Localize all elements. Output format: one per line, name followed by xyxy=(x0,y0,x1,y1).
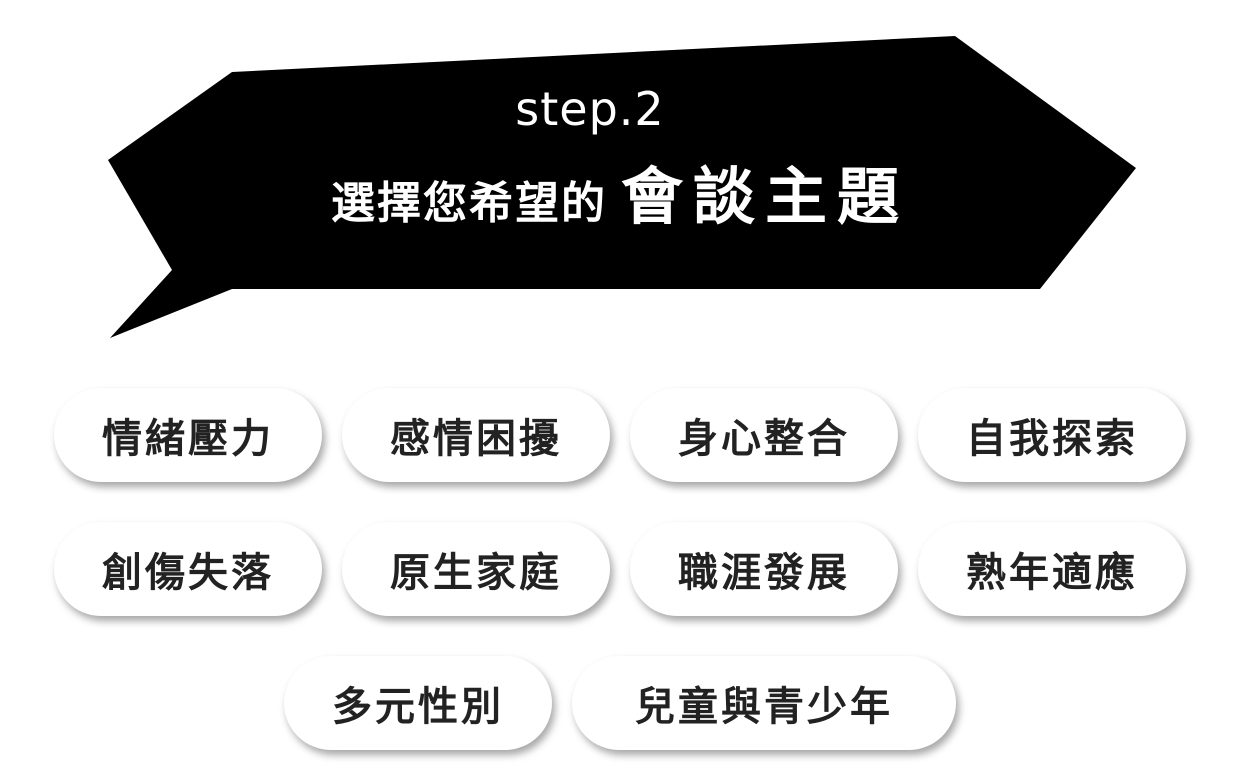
step-label: step.2 xyxy=(515,82,665,136)
step-banner: step.2 選擇您希望的會談主題 xyxy=(0,0,1240,345)
topic-mind-body-button[interactable]: 身心整合 xyxy=(630,388,898,482)
topic-children-youth-button[interactable]: 兒童與青少年 xyxy=(572,656,956,750)
banner-title-emphasis: 會談主題 xyxy=(620,160,909,233)
topic-options: 情緒壓力 感情困擾 身心整合 自我探索 創傷失落 原生家庭 職涯發展 熟年適應 … xyxy=(0,388,1240,750)
topic-emotional-stress-button[interactable]: 情緒壓力 xyxy=(54,388,322,482)
banner-title-prefix: 選擇您希望的 xyxy=(330,178,607,229)
topic-trauma-loss-button[interactable]: 創傷失落 xyxy=(54,522,322,616)
topic-row-3: 多元性別 兒童與青少年 xyxy=(0,656,1240,750)
topic-midlife-adjustment-button[interactable]: 熟年適應 xyxy=(918,522,1186,616)
speech-bubble-shape xyxy=(108,36,1136,338)
topic-career-button[interactable]: 職涯發展 xyxy=(630,522,898,616)
topic-gender-diversity-button[interactable]: 多元性別 xyxy=(284,656,552,750)
topic-relationship-button[interactable]: 感情困擾 xyxy=(342,388,610,482)
topic-row-2: 創傷失落 原生家庭 職涯發展 熟年適應 xyxy=(0,522,1240,616)
banner-title: 選擇您希望的會談主題 xyxy=(200,166,1040,228)
topic-row-1: 情緒壓力 感情困擾 身心整合 自我探索 xyxy=(0,388,1240,482)
topic-family-of-origin-button[interactable]: 原生家庭 xyxy=(342,522,610,616)
topic-self-exploration-button[interactable]: 自我探索 xyxy=(918,388,1186,482)
